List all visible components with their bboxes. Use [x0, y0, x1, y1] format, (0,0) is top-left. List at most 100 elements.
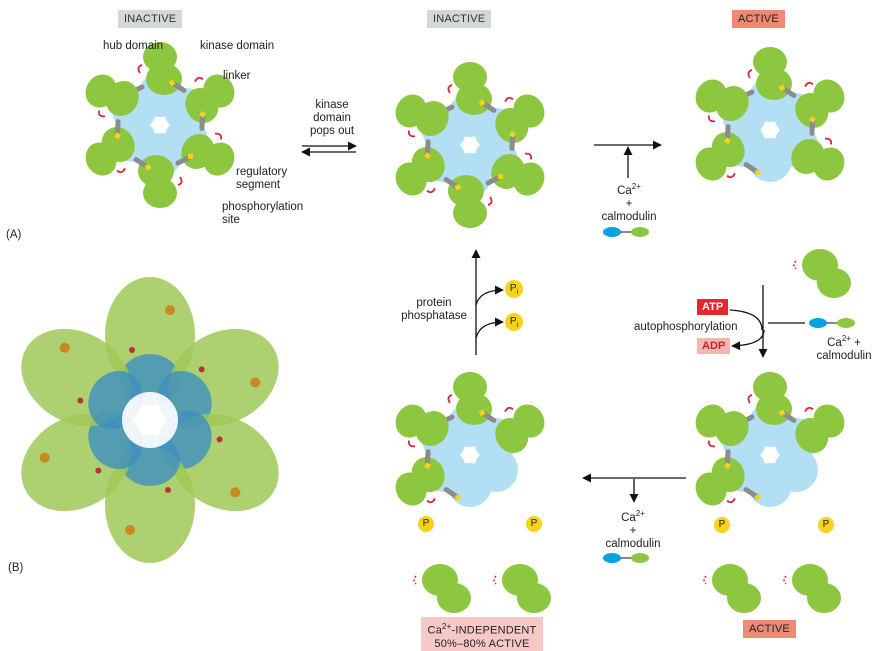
ribbon-detail: [77, 397, 84, 404]
kinase-lobe: [711, 457, 745, 493]
red-arrow: [214, 132, 223, 140]
ribbon-detail: [59, 342, 70, 353]
kinase-subunit: [695, 457, 762, 506]
substrate-binding-mark: [493, 575, 497, 585]
substrate-binding-mark: [703, 575, 707, 585]
phosphorylation-site: [778, 84, 786, 92]
red-arrow: [407, 130, 416, 138]
phospho-p-icon-3: P: [714, 517, 730, 533]
phosphorylation-site: [454, 493, 462, 501]
kinase-lobe: [185, 87, 219, 123]
red-arrow: [447, 84, 453, 94]
substrate-binding-mark: [413, 575, 417, 585]
phosphorylation-site: [424, 462, 431, 470]
phosphorylation-site: [724, 137, 731, 145]
phosphorylation-site: [498, 174, 503, 179]
kinase-lobe: [711, 132, 745, 168]
phosphorylation-site: [478, 409, 486, 417]
released-subunit-bl: [703, 564, 761, 613]
phospho-p-icon-2: P: [526, 516, 542, 532]
kinase-subunit: [778, 79, 845, 128]
kinase-lobe: [791, 138, 825, 174]
red-arrow: [707, 440, 716, 448]
panel-a-label: (A): [6, 229, 22, 241]
kinase-lobe: [146, 63, 182, 95]
ribbon-detail: [250, 377, 261, 388]
kinase-lobe: [795, 92, 829, 128]
ribbon-detail: [165, 305, 175, 315]
kinase-lobe: [495, 417, 529, 453]
phosphorylation-site: [188, 154, 193, 159]
kinase-lobe: [495, 107, 529, 143]
kinase-domain-label: kinase domain: [200, 40, 275, 52]
state-label-active-top: ACTIVE: [732, 10, 785, 28]
structure-arm: [105, 434, 195, 563]
red-arrow: [426, 497, 436, 504]
kinase-lobe: [807, 583, 841, 613]
kinase-subunit: [448, 174, 503, 228]
calmodulin-lobe: [631, 553, 649, 563]
kinase-lobe: [756, 393, 792, 425]
central-pore: [122, 392, 178, 448]
kinase-lobe: [715, 86, 749, 122]
phospho-p-icon-1: P: [418, 516, 434, 532]
state-label-ca-independent: Ca2+-INDEPENDENT 50%–80% ACTIVE: [421, 617, 543, 651]
ribbon-detail: [165, 487, 171, 493]
kinase-subunit: [478, 404, 545, 453]
kinase-subunit: [695, 132, 762, 181]
ribbon-detail: [230, 487, 241, 498]
released-subunit-right: [493, 564, 551, 613]
phosphorylation-site: [454, 183, 462, 191]
autophosphorylation-label: autophosphorylation: [634, 321, 738, 333]
ribbon-detail: [95, 467, 102, 474]
phosphorylation-site: [114, 132, 121, 140]
crystal-structure-panel-b: [21, 277, 279, 563]
kinase-subunit: [737, 372, 792, 426]
kinase-lobe: [491, 153, 525, 189]
red-arrow: [426, 187, 436, 194]
kinase-lobe: [727, 583, 761, 613]
ribbon-detail: [129, 347, 135, 353]
kinase-subunit: [695, 404, 749, 470]
red-arrow: [707, 115, 716, 123]
kinase-subunit: [395, 147, 462, 196]
released-subunit-top: [793, 249, 851, 298]
red-arrow: [116, 167, 126, 174]
kinase-subunit: [695, 79, 749, 145]
red-arrow: [177, 176, 183, 186]
pi-icon-2: Pi: [505, 313, 523, 331]
kinase-lobe: [415, 101, 449, 137]
calmodulin-lobe: [837, 318, 855, 328]
phosphorylation-site: [809, 115, 816, 123]
kinase-lobe: [448, 175, 484, 207]
phosphorylation-site: [509, 130, 516, 138]
pi-release-curve-2: [475, 317, 504, 339]
ribbon-detail: [125, 525, 135, 535]
calmodulin-icon-right: [809, 318, 855, 328]
phospho-p-icon-4: P: [818, 517, 834, 533]
kinase-subunit: [85, 127, 152, 176]
adp-out-curve: [731, 329, 765, 351]
holoenzyme-inactive-b: [395, 62, 545, 228]
ribbon-detail: [216, 436, 223, 443]
kinase-subunit: [478, 94, 545, 143]
phosphorylation-site: [754, 168, 762, 176]
kinase-lobe: [411, 457, 445, 493]
red-arrow: [137, 64, 143, 74]
red-arrow: [194, 76, 204, 83]
atp-box: ATP: [697, 299, 729, 315]
phosphorylation-site: [778, 409, 786, 417]
kinase-lobe: [517, 583, 551, 613]
pi-release-curve-1: [475, 285, 504, 306]
state-label-active-bottom: ACTIVE: [743, 620, 796, 638]
phosphorylation-site: [478, 99, 486, 107]
kinase-subunit: [181, 110, 235, 176]
substrate-binding-mark: [793, 260, 797, 270]
kinase-subunit: [395, 457, 462, 506]
calmodulin-icon-top: [603, 227, 649, 237]
kinase-lobe: [456, 393, 492, 425]
kinase-lobe: [411, 147, 445, 183]
